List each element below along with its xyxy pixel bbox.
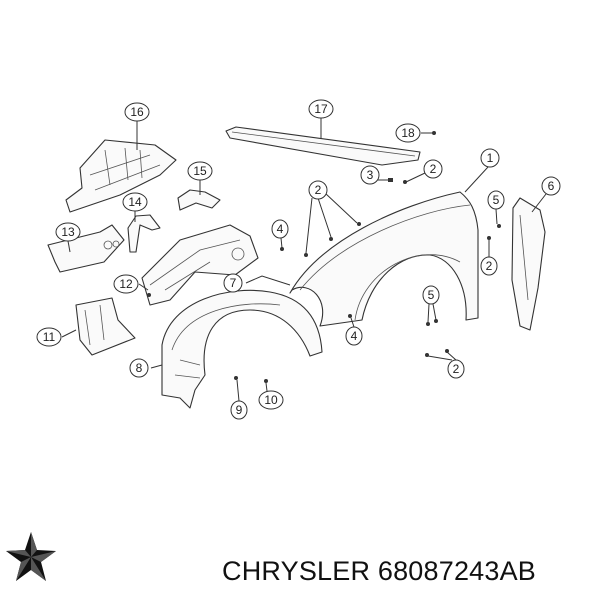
- svg-text:5: 5: [428, 288, 435, 302]
- part-caption: CHRYSLER 68087243AB: [222, 556, 536, 587]
- svg-text:2: 2: [430, 162, 437, 176]
- callout: 10: [258, 390, 284, 410]
- callout: 18: [395, 123, 421, 143]
- part-13-panel: [47, 224, 125, 273]
- part-17-cowl-strip: [225, 126, 421, 166]
- callout: 4: [345, 326, 363, 346]
- callout: 2: [308, 180, 328, 200]
- callout: 7: [223, 273, 243, 293]
- svg-text:14: 14: [128, 195, 142, 209]
- svg-text:18: 18: [401, 126, 415, 140]
- callout: 4: [271, 219, 289, 239]
- part-16-bracket: [65, 139, 177, 213]
- svg-text:17: 17: [314, 102, 328, 116]
- svg-text:16: 16: [130, 105, 144, 119]
- svg-text:2: 2: [453, 362, 460, 376]
- callout: 3: [360, 165, 380, 185]
- part-1-fender: [289, 191, 479, 327]
- svg-text:6: 6: [548, 179, 555, 193]
- callout: 17: [308, 99, 334, 119]
- callout: 11: [36, 327, 62, 347]
- callout: 15: [187, 161, 213, 181]
- part-11-panel: [75, 297, 136, 356]
- callout: 6: [541, 176, 561, 196]
- callout: 14: [122, 192, 148, 212]
- callout: 2: [423, 159, 443, 179]
- part-14-bracket: [127, 214, 161, 253]
- svg-text:4: 4: [351, 329, 358, 343]
- svg-text:10: 10: [264, 393, 278, 407]
- callout: 5: [487, 190, 505, 210]
- fasteners: [147, 131, 501, 383]
- svg-text:2: 2: [486, 259, 493, 273]
- callout: 16: [124, 102, 150, 122]
- part-6-bracket: [511, 197, 546, 331]
- svg-text:4: 4: [277, 222, 284, 236]
- callout: 12: [113, 274, 139, 294]
- svg-text:11: 11: [43, 330, 56, 344]
- callout: 2: [447, 359, 465, 379]
- svg-text:5: 5: [493, 193, 500, 207]
- svg-text:3: 3: [367, 168, 374, 182]
- brand-name: CHRYSLER: [222, 556, 371, 586]
- svg-text:12: 12: [119, 277, 133, 291]
- callout: 1: [480, 148, 500, 168]
- svg-text:2: 2: [315, 183, 322, 197]
- svg-text:7: 7: [230, 276, 237, 290]
- svg-text:8: 8: [136, 361, 143, 375]
- svg-text:9: 9: [236, 403, 243, 417]
- chrysler-pentastar-icon: [6, 532, 56, 581]
- leader-lines: [61, 118, 547, 402]
- callout: 8: [129, 358, 149, 378]
- svg-text:13: 13: [61, 225, 75, 239]
- callout: 5: [422, 285, 440, 305]
- svg-text:1: 1: [487, 151, 494, 165]
- part-15-bracket: [177, 189, 221, 211]
- part-8-wheelhouse-liner: [161, 289, 323, 409]
- svg-text:15: 15: [193, 164, 207, 178]
- part-number: 68087243AB: [377, 556, 537, 586]
- callout: 13: [55, 222, 81, 242]
- callout: 2: [480, 256, 498, 276]
- callout: 9: [230, 400, 248, 420]
- part-12-rail: [141, 224, 259, 306]
